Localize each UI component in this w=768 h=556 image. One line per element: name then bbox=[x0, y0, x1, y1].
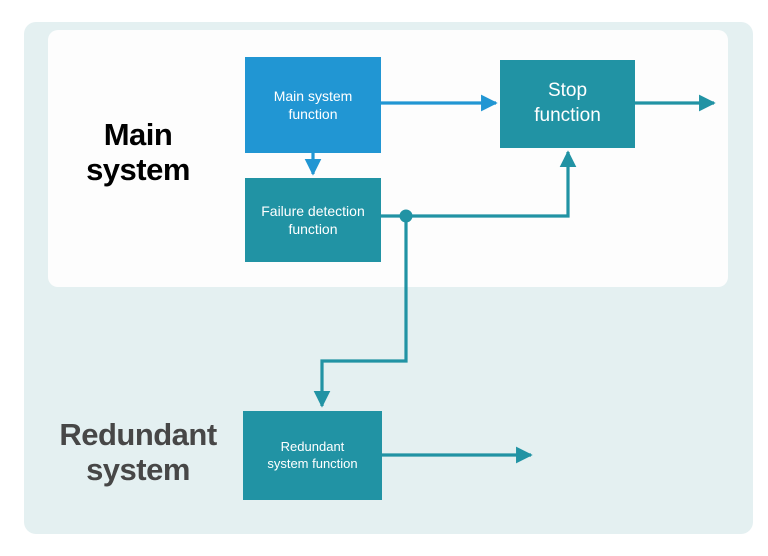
node-failure-detection-function[interactable]: Failure detection function bbox=[245, 178, 381, 262]
node-stop-function[interactable]: Stop function bbox=[500, 60, 635, 148]
node-redundant-system-function[interactable]: Redundant system function bbox=[243, 411, 382, 500]
node-main-system-function[interactable]: Main system function bbox=[245, 57, 381, 153]
section-label-main-system: Main system bbox=[86, 117, 190, 187]
section-label-redundant-system: Redundant system bbox=[59, 417, 217, 487]
